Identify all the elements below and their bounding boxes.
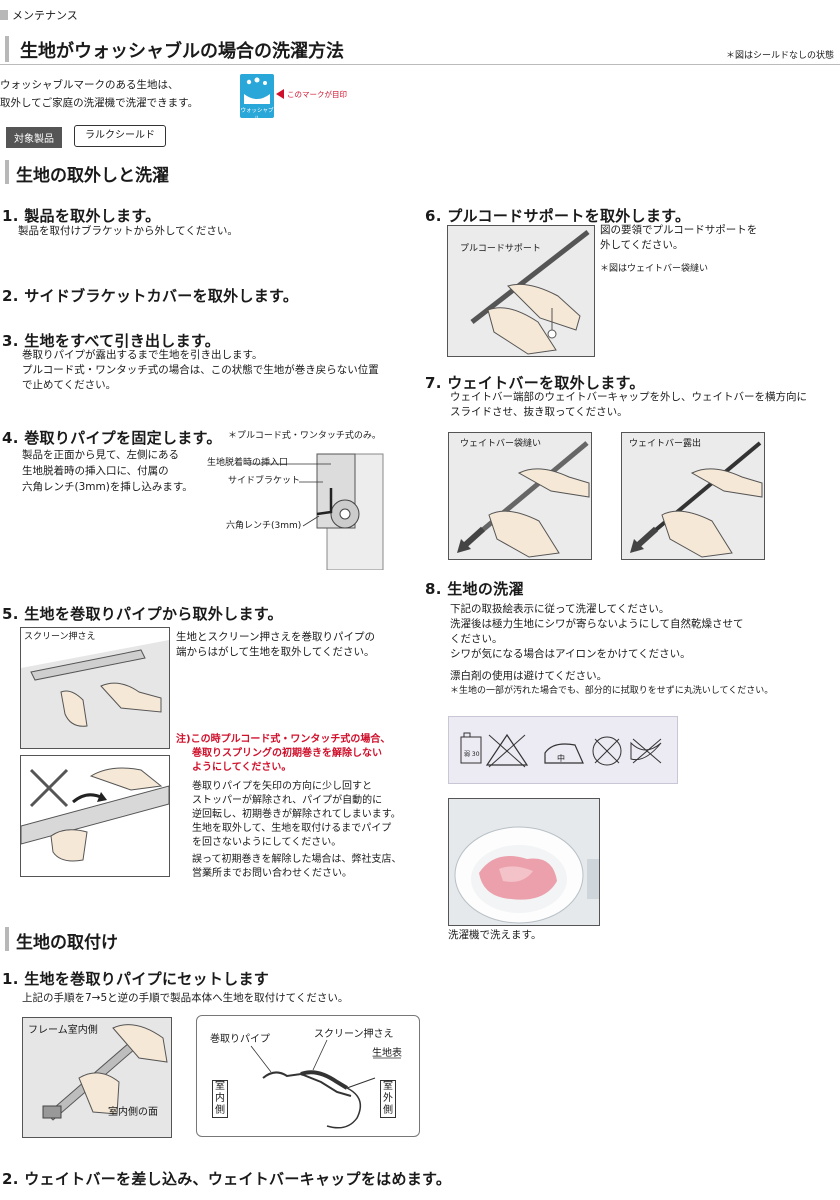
step1-text: 製品を取付けブラケットから外してください。 [18,225,238,237]
caution-text3: 逆回転し、初期巻きが解除されてしまいます。 [192,809,401,820]
diagram-label-screen: スクリーン押さえ [314,1029,394,1040]
attach-label-face: 室内側の面 [108,1107,158,1118]
attach-step2-title: 2. ウェイトバーを差し込み、ウェイトバーキャップをはめます。 [2,1170,452,1188]
step5-warning-illustration [20,755,170,877]
caution-line1: 注)この時プルコード式・ワンタッチ式の場合、 [176,734,391,745]
intro-line1: ウォッシャブルマークのある生地は、 [0,79,179,91]
category-marker [0,10,8,20]
step4-text3: 六角レンチ(3mm)を挿し込みます。 [22,481,193,493]
step3-text2: プルコード式・ワンタッチ式の場合は、この状態で生地が巻き戻らない位置 [22,364,379,376]
step6-title: 6. プルコードサポートを取外します。 [425,207,691,225]
step7-text2: スライドさせ、抜き取ってください。 [450,406,628,418]
washer-photo [448,798,600,926]
step8-text1: 下記の取扱絵表示に従って洗濯してください。 [450,603,670,615]
caution-line3: ようにしてください。 [192,762,292,773]
no-bleach-icon [485,733,529,768]
attach-label-frame: フレーム室内側 [28,1025,98,1036]
caution-text1: 巻取りパイプを矢印の方向に少し回すと [192,781,372,792]
step5-text2: 端からはがして生地を取外してください。 [176,646,375,658]
no-wring-icon [630,738,662,764]
step1-title: 1. 製品を取外します。 [2,207,161,225]
attach-illustration [22,1017,172,1138]
cross-section-diagram [196,1015,420,1137]
step4-label-slot: 生地脱着時の挿入口 [207,458,289,468]
diagram-label-outside: 室外側 [380,1080,396,1118]
section-title-remove: 生地の取外しと洗濯 [16,166,169,186]
step8-text4: シワが気になる場合はアイロンをかけてください。 [450,648,691,660]
mark-pointer-text: このマークが目印 [287,90,347,99]
caution-text6: 誤って初期巻きを解除した場合は、弊社支店、 [192,854,402,865]
step6-text2: 外してください。 [600,239,684,251]
step4-title: 4. 巻取りパイプを固定します。 [2,429,222,447]
title-bar [5,36,9,62]
step7-label-sewn: ウェイトバー袋縫い [458,438,544,451]
attach-step1-text: 上記の手順を7→5と逆の手順で製品本体へ生地を取付けてください。 [22,992,349,1004]
washer-caption: 洗濯機で洗えます。 [448,929,542,941]
hand-wash-icon [460,732,482,764]
diagram-label-inside: 室内側 [212,1080,228,1118]
step4-label-wrench: 六角レンチ(3mm) [226,521,302,531]
step2-title: 2. サイドブラケットカバーを取外します。 [2,287,299,305]
intro-line2: 取外してご家庭の洗濯機で洗濯できます。 [0,97,199,109]
attach-step1-title: 1. 生地を巻取りパイプにセットします [2,970,270,988]
target-product: ラルクシールド [74,125,166,147]
diagram-label-surface: 生地表 [372,1048,402,1059]
caution-text4: 生地を取外して、生地を取付けるまでパイプ [192,823,392,834]
target-tag: 対象製品 [6,127,62,148]
step5-title: 5. 生地を巻取りパイプから取外します。 [2,605,283,623]
step7-title: 7. ウェイトバーを取外します。 [425,374,645,392]
caution-text5: を回さないようにしてください。 [192,837,342,848]
step7-text1: ウェイトバー端部のウェイトバーキャップを外し、ウェイトバーを横方向に [450,391,807,403]
washable-mark-icon: ウォッシャブル [240,74,274,122]
step8-text6: ＊生地の一部が汚れた場合でも、部分的に拭取りをせずに丸洗いしてください。 [450,686,774,696]
step7-label-exposed: ウェイトバー露出 [627,438,704,451]
step8-text3: ください。 [450,633,503,645]
step6-label: プルコードサポート [458,243,543,256]
step8-text5: 漂白剤の使用は避けてください。 [450,670,608,682]
iron-icon [544,743,584,764]
step3-title: 3. 生地をすべて引き出します。 [2,332,221,350]
divider [0,64,840,65]
step4-text2: 生地脱着時の挿入口に、付属の [22,465,169,477]
section-bar-attach [5,927,9,951]
step3-text1: 巻取りパイプが露出するまで生地を引き出します。 [22,349,263,361]
step8-title: 8. 生地の洗濯 [425,580,524,598]
caution-line2: 巻取りスプリングの初期巻きを解除しない [192,748,382,759]
page-title: 生地がウォッシャブルの場合の洗濯方法 [20,41,344,62]
step6-note: ＊図はウェイトバー袋縫い [600,264,709,274]
care-symbols-panel [448,716,678,784]
care-iron-label: 中 [557,754,565,763]
header-note: ＊図はシールドなしの状態 [726,51,835,61]
step7-illustration-sewn [448,432,592,560]
step5-illustration [20,627,170,749]
section-title-attach: 生地の取付け [16,933,118,953]
step4-illustration [205,448,385,571]
step7-illustration-exposed [621,432,765,560]
step6-text1: 図の要領でプルコードサポートを [600,224,758,236]
step5-text1: 生地とスクリーン押さえを巻取りパイプの [176,631,375,643]
step5-label: スクリーン押さえ [24,632,96,642]
step6-illustration [447,225,595,357]
care-wash-label: 弱 30 [464,751,480,758]
step8-text2: 洗濯後は極力生地にシワが寄らないようにして自然乾燥させて [450,618,744,630]
no-tumble-dry-icon [592,736,622,766]
washable-mark-label: ウォッシャブル [240,108,274,122]
caution-text2: ストッパーが解除され、パイプが自動的に [192,795,383,806]
step4-text1: 製品を正面から見て、左側にある [22,449,179,461]
step4-label-bracket: サイドブラケット [228,476,301,486]
section-bar [5,160,9,184]
diagram-label-pipe: 巻取りパイプ [210,1034,270,1045]
category-label: メンテナンス [12,9,78,22]
pointer-arrow-icon [276,89,284,99]
step3-text3: で止めてください。 [22,379,117,391]
caution-text7: 営業所までお問い合わせください。 [192,868,352,879]
step4-note: ＊プルコード式・ワンタッチ式のみ。 [228,431,381,441]
